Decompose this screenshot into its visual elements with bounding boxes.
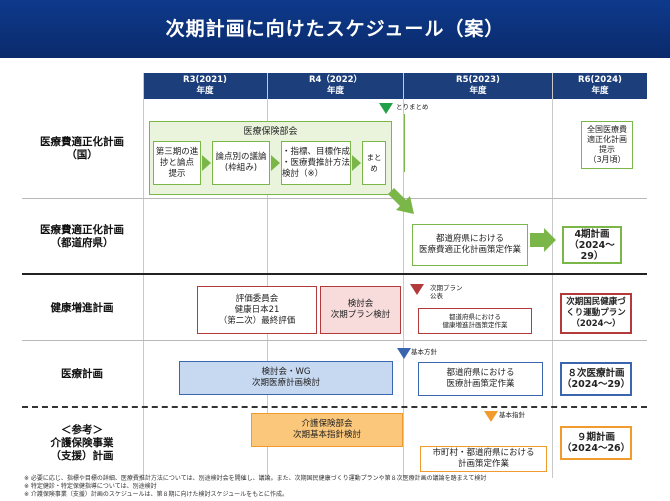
milestone-label: 基本指針 (499, 411, 525, 419)
year-sub: 年度 (326, 86, 344, 96)
row-label-kenko: 健康増進計画 (50, 301, 114, 314)
row-label-kaigo: ＜参考＞ 介護保険事業 （支援）計画 (50, 423, 114, 462)
row-divider (22, 340, 647, 341)
row-divider-thick (22, 273, 647, 275)
footnote-2: ※ 特定健診・特定保健指導については、別途検討 (24, 483, 157, 490)
step-progress-review: 第三期の進 捗と論点 提示 (153, 141, 201, 185)
year-label: R4（2022） (308, 75, 363, 85)
arrow-right-icon (202, 155, 211, 171)
column-divider (552, 73, 553, 478)
eighth-plan-box: ８次医療計画 （2024～29） (560, 362, 632, 396)
column-divider (267, 73, 268, 478)
national-plan-box: 全国医療費 適正化計画 提示 （3月頃） (581, 121, 633, 169)
page-title: 次期計画に向けたスケジュール（案） (165, 18, 505, 40)
plan-study-box: 検討会 次期プラン検討 (320, 286, 401, 334)
arrow-shaft (530, 233, 546, 247)
care-insurance-study-box: 介護保険部会 次期基本指針検討 (251, 413, 403, 447)
arrow-right-icon (271, 155, 280, 171)
milestone-label: とりまとめ (396, 103, 429, 111)
year-header-r4: R4（2022） 年度 (268, 73, 403, 99)
year-sub: 年度 (591, 86, 609, 96)
fourth-plan-box: 4期計画 （2024～29） (562, 226, 622, 264)
year-label: R6(2024) (578, 75, 622, 85)
footnote-3: ※ 介護保険事業（支援）計画のスケジュールは、第８期に向けた検討スケジュールをも… (24, 491, 288, 498)
group-label: 医療保険部会 (243, 127, 298, 137)
milestone-label: 次期プラン 公表 (430, 284, 463, 300)
milestone-triangle-icon (379, 103, 393, 114)
row-divider-dashed (22, 406, 647, 408)
year-sub: 年度 (469, 86, 487, 96)
milestone-triangle-icon (397, 348, 411, 359)
column-divider (403, 73, 404, 478)
arrow-right-icon (544, 228, 556, 252)
step-framework-discussion: 論点別の議論 (枠組み) (212, 141, 270, 185)
title-banner (0, 0, 670, 58)
milestone-triangle-icon (484, 411, 498, 422)
municipal-work-box: 市町村・都道府県における 計画策定作業 (420, 446, 547, 472)
health-plan-box: 次期国民健康づ くり運動プラン （2024～） (560, 293, 632, 334)
year-label: R3(2021) (183, 75, 227, 85)
prefecture-work-box: 都道府県における 医療費適正化計画策定作業 (412, 224, 528, 266)
row-label-kuni: 医療費適正化計画 （国） (40, 136, 124, 161)
prefecture-health-work-box: 都道府県における 健康増進計画策定作業 (418, 308, 532, 334)
year-header-r5: R5(2023) 年度 (404, 73, 552, 99)
column-divider (143, 73, 144, 478)
footnote-1: ※ 必要に応じ、指標や目標の詳細、医療費推計方法については、別途検討会を開催し、… (24, 475, 487, 482)
prefecture-medical-work-box: 都道府県における 医療計画策定作業 (418, 362, 543, 396)
row-label-todofuken: 医療費適正化計画 （都道府県） (40, 223, 124, 249)
arrow-right-icon (352, 155, 361, 171)
evaluation-committee-box: 評価委員会 健康日本21 （第二次）最終評価 (197, 286, 317, 334)
arrow-down-right-icon (388, 188, 414, 214)
row-divider (22, 198, 647, 199)
step-indicator-setting: ・指標、目標作成 ・医療費推計方法 検討（※） (281, 141, 351, 185)
milestone-triangle-icon (410, 284, 424, 295)
medical-plan-study-box: 検討会・WG 次期医療計画検討 (179, 361, 393, 395)
milestone-line (404, 114, 405, 172)
milestone-label: 基本方針 (411, 348, 437, 356)
row-label-iryo: 医療計画 (61, 367, 103, 380)
year-label: R5(2023) (456, 75, 500, 85)
ninth-plan-box: ９期計画 （2024～26） (560, 426, 632, 460)
year-header-r3: R3(2021) 年度 (143, 73, 267, 99)
year-sub: 年度 (196, 86, 214, 96)
step-summary: まとめ (362, 141, 386, 185)
year-header-r6: R6(2024) 年度 (553, 73, 647, 99)
